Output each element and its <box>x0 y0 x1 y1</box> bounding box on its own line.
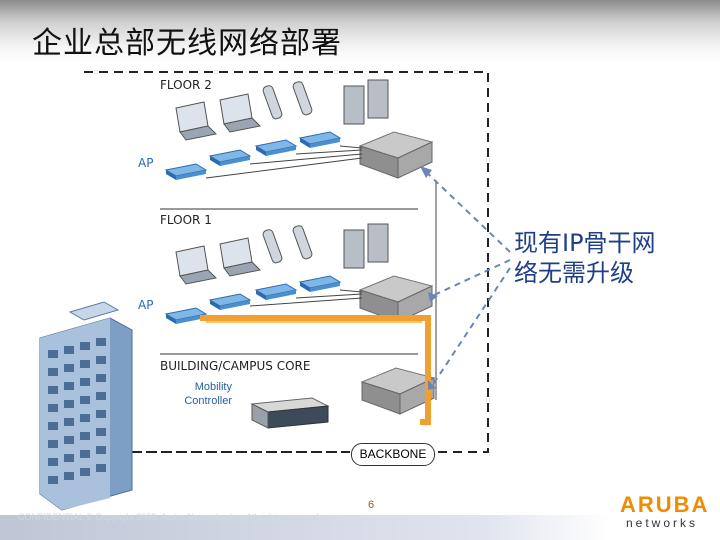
phone-icon <box>262 229 283 264</box>
laptop-icon <box>219 237 262 277</box>
switch-icon <box>360 367 436 415</box>
building-boundary <box>84 71 489 453</box>
callout-line2: 络无需升级 <box>514 259 634 287</box>
arrow-head-icon <box>428 380 436 390</box>
controller-label-line1: Mobility <box>194 381 232 393</box>
arrow-head-icon <box>428 292 438 302</box>
ap-label-bottom: AP <box>138 298 154 312</box>
desktop-icon <box>343 79 389 125</box>
aruba-logo: ARUBA <box>620 492 709 517</box>
backbone-label: BACKBONE <box>351 443 435 466</box>
footer-copyright: CONFIDENTIAL © Copyright 2009. Aruba Net… <box>18 512 319 522</box>
tunnel-highlight <box>200 315 431 425</box>
callout-line1: 现有IP骨干网 <box>514 229 656 257</box>
svg-text:ARUBA: ARUBA <box>620 492 709 517</box>
logo-subtitle: networks <box>626 516 699 530</box>
ap-label-top: AP <box>138 156 154 170</box>
switch-icon <box>358 131 434 179</box>
controller-label: Mobility Controller <box>170 380 232 408</box>
floor-2-label: FLOOR 2 <box>160 78 212 92</box>
access-point-icon <box>208 149 252 166</box>
arrow-head-icon <box>420 166 432 178</box>
desktop-icon <box>343 223 389 269</box>
access-point-icon <box>254 139 298 156</box>
laptop-icon <box>175 101 218 141</box>
footer-bar <box>0 515 610 540</box>
phone-icon <box>262 85 283 120</box>
laptop-icon <box>175 245 218 285</box>
controller-label-line2: Controller <box>184 395 232 407</box>
core-label: BUILDING/CAMPUS CORE <box>160 359 311 373</box>
access-point-icon <box>254 283 298 300</box>
cable <box>249 289 363 307</box>
phone-icon <box>292 81 313 116</box>
page-title: 企业总部无线网络部署 <box>32 26 342 61</box>
callout-arrow <box>431 259 511 297</box>
access-point-icon <box>164 163 208 180</box>
cable <box>205 145 363 179</box>
callout-arrow <box>431 267 511 387</box>
access-point-icon <box>298 275 342 292</box>
laptop-icon <box>219 93 262 133</box>
title-bar <box>0 0 720 62</box>
phone-icon <box>292 225 313 260</box>
switch-icon <box>358 275 434 323</box>
controller-icon <box>250 397 330 429</box>
floor-1-label: FLOOR 1 <box>160 213 212 227</box>
office-building-icon <box>39 301 133 511</box>
callout-arrow <box>423 169 511 253</box>
access-point-icon <box>298 131 342 148</box>
page-number: 6 <box>368 499 375 511</box>
access-point-icon <box>208 293 252 310</box>
access-point-icon <box>164 307 208 324</box>
callout-text: 现有IP骨干网 络无需升级 <box>514 228 656 288</box>
